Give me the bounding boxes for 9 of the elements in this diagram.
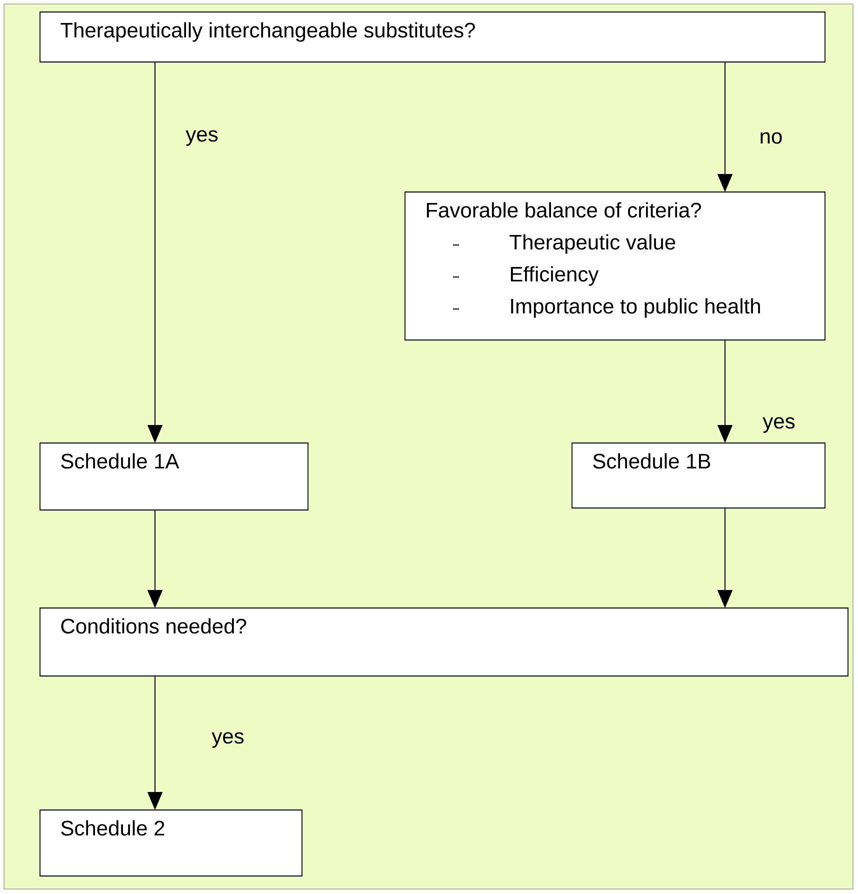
process-box: Schedule 2 — [40, 810, 302, 876]
edge-label: yes — [762, 416, 796, 434]
process-box: Favorable balance of criteria? Therapeutic value Efficiency Importance to public health — [404, 192, 826, 340]
process-box: Therapeutically interchangeable substitutes? — [40, 12, 826, 62]
process-box: Schedule 1B — [572, 442, 826, 508]
process-box: Schedule 1A — [40, 442, 308, 510]
edge-label: yes — [184, 129, 220, 147]
edge-label: yes — [210, 731, 246, 749]
process-box: Conditions needed? — [40, 608, 848, 676]
